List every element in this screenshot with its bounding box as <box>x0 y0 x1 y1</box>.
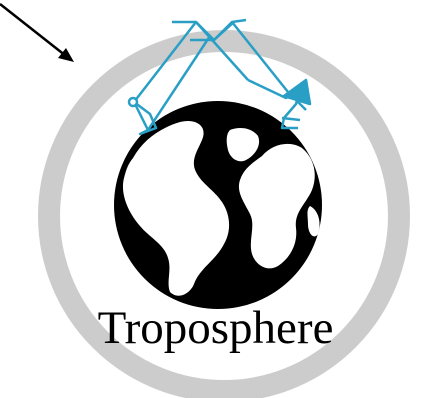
pointer-arrow-icon <box>0 4 74 62</box>
